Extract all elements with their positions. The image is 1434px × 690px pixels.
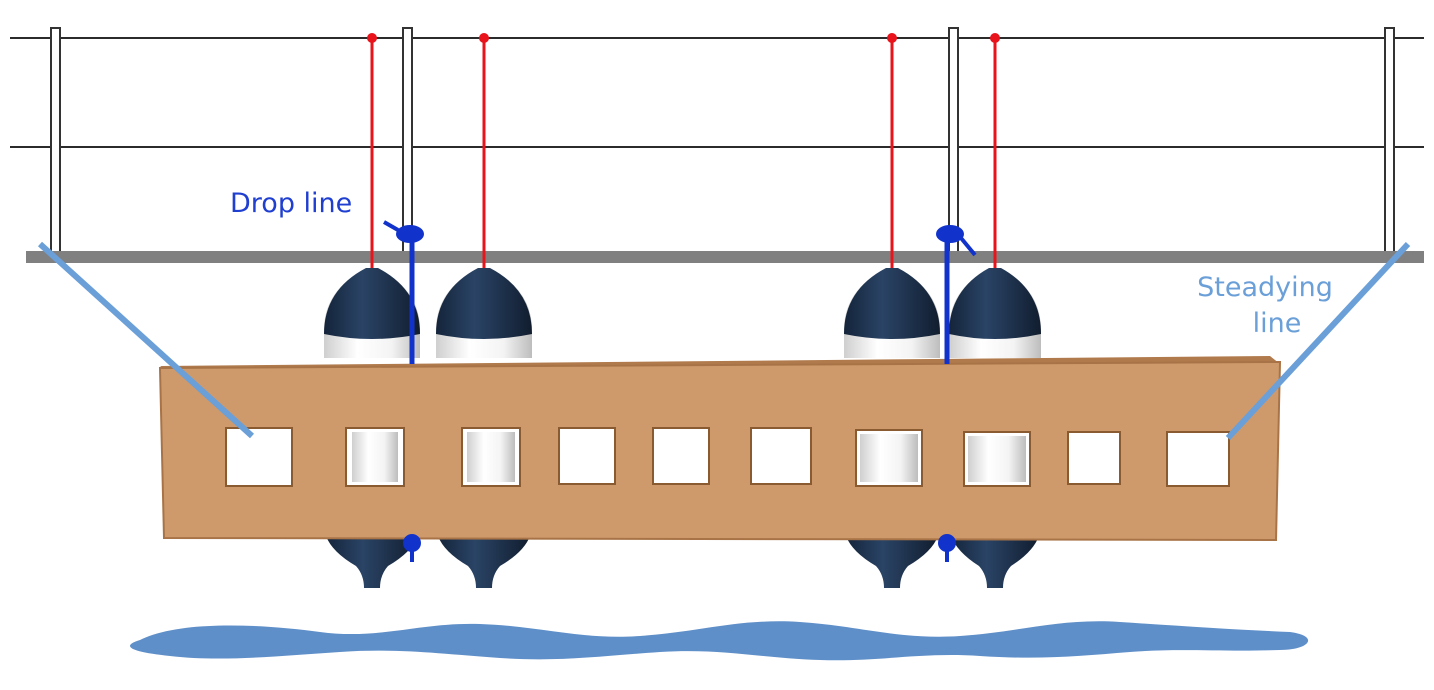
- stanchion-icon: [1384, 27, 1395, 255]
- cleat-icon: [936, 225, 964, 243]
- fenders: [324, 268, 1041, 588]
- cleat-tail: [959, 236, 977, 257]
- board-hole: [1067, 431, 1121, 485]
- fender-line-knot: [367, 33, 377, 43]
- drop-line-label: Drop line: [230, 188, 353, 219]
- water-wave: [130, 621, 1309, 661]
- fender-icon: [324, 268, 420, 358]
- board-hole: [225, 427, 293, 487]
- steadying-line: [1225, 241, 1411, 441]
- cleat-icon: [403, 534, 421, 552]
- steadying-line: [37, 241, 255, 439]
- deck-edge: [26, 251, 1424, 263]
- steadying-line-label-line-2: line: [1252, 308, 1302, 339]
- fender-board: [158, 356, 1282, 542]
- fender-line-knot: [479, 33, 489, 43]
- guard-rails: [10, 37, 1424, 148]
- fender-line-knot: [990, 33, 1000, 43]
- steadying-lines: [37, 241, 1411, 441]
- drop-lines: [383, 220, 977, 562]
- fender-bottom: [951, 536, 1039, 588]
- fender-icon: [844, 268, 940, 358]
- stanchion-icon: [50, 27, 61, 255]
- board-hole: [652, 427, 710, 485]
- steadying-line-label: Steadying line: [1190, 270, 1340, 342]
- fender-bottom: [846, 536, 938, 588]
- stanchion-icon: [402, 27, 413, 255]
- board-face: [158, 360, 1282, 542]
- fender-bottom: [438, 536, 530, 588]
- fender-icon: [949, 268, 1041, 358]
- fender-line-knot: [887, 33, 897, 43]
- board-hole: [750, 427, 812, 485]
- fender-icon: [436, 268, 532, 358]
- cleat-tail: [383, 220, 399, 232]
- fender-bottom: [326, 536, 418, 588]
- fender-through-holes: [352, 432, 1026, 482]
- steadying-line-label-line-1: Steadying: [1197, 272, 1333, 303]
- cleat-icon: [396, 225, 424, 243]
- board-hole: [1166, 431, 1230, 487]
- cleat-icon: [938, 534, 956, 552]
- fender-lines: [367, 33, 1000, 270]
- stanchion-icon: [948, 27, 959, 255]
- board-hole: [558, 427, 616, 485]
